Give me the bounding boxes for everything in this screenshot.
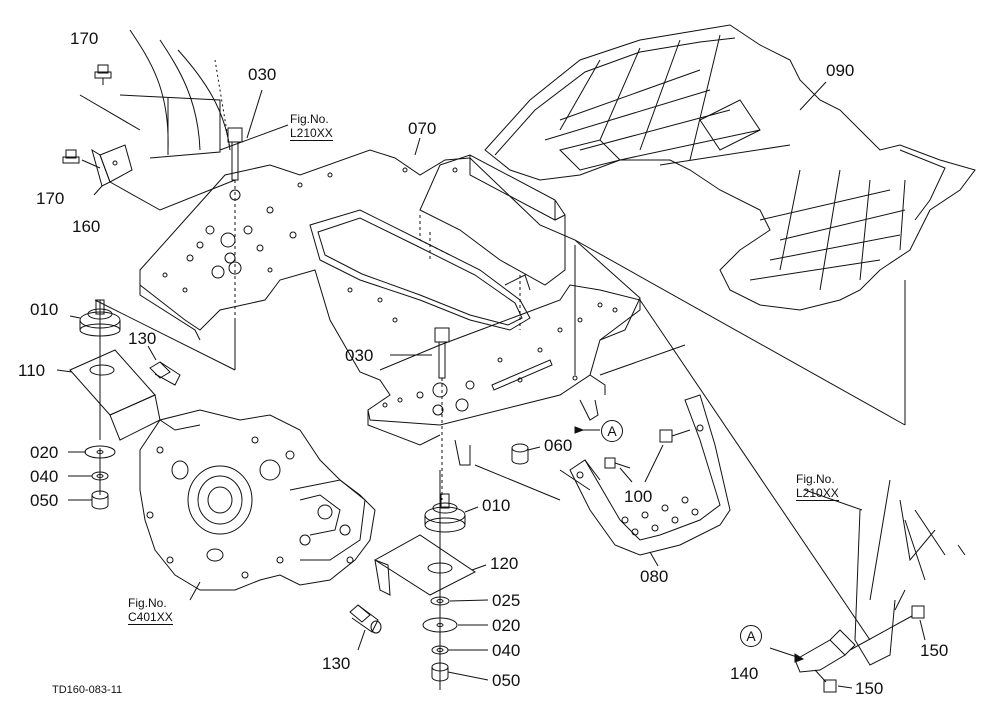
part-label-110: 110: [18, 361, 46, 380]
figure-ref-right: Fig.No. L210XX: [796, 472, 839, 501]
part-label-020-center: 020: [492, 616, 521, 635]
part-label-050-left: 050: [30, 491, 59, 510]
bolt-030-top: [228, 128, 242, 320]
part-label-120: 120: [490, 554, 519, 573]
bracket-140: [795, 630, 855, 672]
bolts-100: [605, 430, 690, 468]
washer-025: [431, 597, 449, 605]
part-label-050-center: 050: [492, 671, 521, 690]
figure-ref-bottom: Fig.No. C401XX: [128, 596, 173, 625]
part-label-030-mid: 030: [345, 346, 374, 365]
part-label-040-center: 040: [492, 641, 521, 660]
rubber-mount-010-left: [80, 300, 120, 336]
washer-020-center: [423, 618, 457, 632]
part-label-160: 160: [72, 217, 101, 236]
part-label-150-bottom: 150: [855, 679, 884, 698]
leader-lines: [57, 82, 925, 688]
part-label-150-right: 150: [920, 641, 949, 660]
upper-cover-outline: [120, 30, 230, 158]
part-label-060: 060: [544, 436, 573, 455]
part-label-090: 090: [826, 61, 855, 80]
figure-ref-right-code: L210XX: [796, 486, 839, 501]
bracket-120: [375, 535, 475, 595]
bolt-030-mid: [435, 328, 449, 500]
bracket-110: [70, 350, 160, 440]
reference-marker-a-lower: A: [740, 625, 762, 647]
reference-arrows: [575, 427, 803, 662]
drawing-code: TD160-083-11: [52, 684, 123, 696]
cover-box: [420, 155, 565, 330]
rubber-mount-010-center: [425, 494, 465, 532]
part-label-020-left: 020: [30, 443, 59, 462]
bolt-130-top: [150, 362, 180, 385]
part-label-170-top: 170: [70, 29, 99, 48]
part-label-030-top: 030: [248, 65, 277, 84]
part-label-070: 070: [408, 119, 437, 138]
bolt-150-right: [850, 606, 924, 650]
step-080: [570, 395, 730, 555]
floor-mat-090: [485, 25, 975, 310]
part-label-025: 025: [492, 591, 521, 610]
figure-ref-top-caption: Fig.No.: [290, 112, 329, 126]
part-label-140: 140: [730, 664, 759, 683]
figure-ref-bottom-code: C401XX: [128, 610, 173, 625]
step-plate-070: [140, 150, 640, 445]
bolt-150-bottom: [815, 670, 836, 692]
nut-050-center: [432, 663, 448, 681]
nut-050-left: [92, 491, 108, 509]
reference-marker-a-upper: A: [601, 420, 623, 442]
bracket-160: [92, 145, 132, 186]
bolt-170-top: [95, 65, 111, 85]
part-label-040-left: 040: [30, 467, 59, 486]
figure-ref-top-code: L210XX: [290, 126, 333, 141]
figure-ref-bottom-caption: Fig.No.: [128, 596, 167, 610]
part-label-010-left: 010: [30, 300, 59, 319]
spacer-060: [512, 444, 528, 464]
bolt-130-bottom: [350, 605, 381, 633]
part-label-130-bottom: 130: [322, 654, 351, 673]
fender-panel-right: [855, 480, 965, 665]
part-label-100: 100: [624, 487, 653, 506]
part-label-010-center: 010: [482, 496, 511, 515]
bolt-170-mid: [63, 150, 79, 163]
part-label-130-top: 130: [128, 329, 157, 348]
figure-ref-right-caption: Fig.No.: [796, 472, 835, 486]
part-label-080: 080: [640, 567, 669, 586]
part-label-170-mid: 170: [36, 189, 65, 208]
figure-ref-top: Fig.No. L210XX: [290, 112, 333, 141]
transmission-housing: [140, 410, 375, 590]
